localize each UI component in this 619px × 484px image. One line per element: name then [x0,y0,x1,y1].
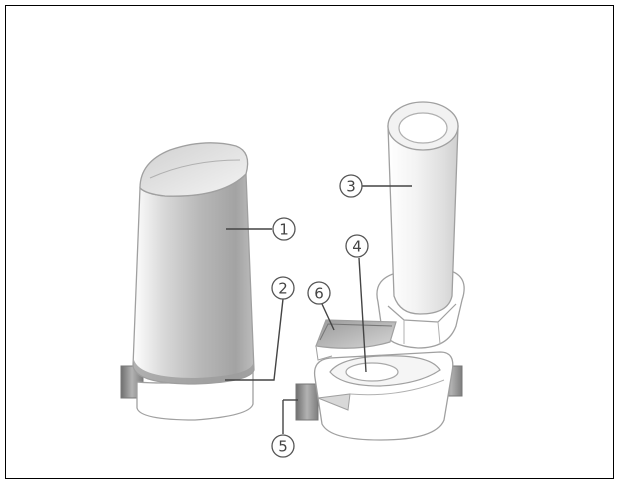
callout-2: 2 [272,277,294,299]
inhaler-mouthpiece-icon [377,102,464,348]
callout-3: 3 [340,175,362,197]
callout-5: 5 [272,435,294,457]
callout-1-label: 1 [279,221,289,239]
callout-4-label: 4 [352,238,362,256]
callout-3-label: 3 [346,178,356,196]
callout-5-label: 5 [278,438,288,456]
callout-2-label: 2 [278,280,288,298]
inhaler-cap-icon [121,143,254,420]
callout-1: 1 [273,218,295,240]
callout-6-label: 6 [314,285,324,303]
leader-line-4 [359,258,366,372]
callout-4: 4 [346,235,368,257]
callout-6: 6 [308,282,330,304]
